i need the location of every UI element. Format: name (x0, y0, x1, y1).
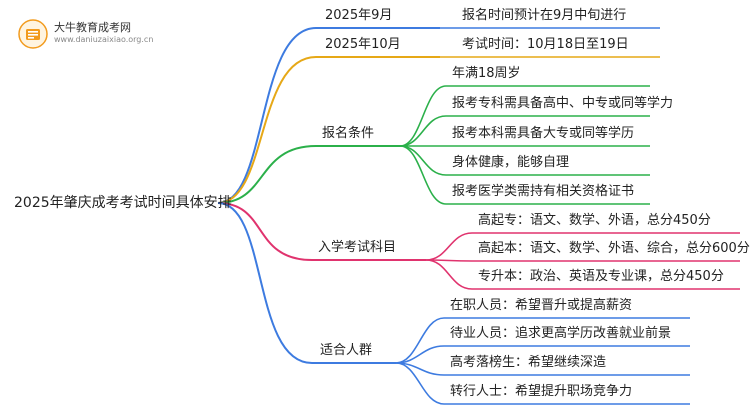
leaf-audience-gaokao: 高考落榜生：希望继续深造 (450, 355, 607, 370)
logo-site-name: 大牛教育成考网 (54, 21, 131, 34)
branch-label-requirements: 报名条件 (322, 126, 375, 141)
leaf-requirement-health: 身体健康，能够自理 (452, 155, 570, 170)
branch-connector (217, 145, 317, 204)
branch-connector (217, 202, 313, 261)
mindmap-root-topic: 2025年肇庆成考考试时间具体安排 (14, 195, 232, 211)
leaf-subjects-gaoqizhuan: 高起专：语文、数学、外语，总分450分 (478, 213, 711, 228)
branch-label-sep-2025: 2025年9月 (325, 8, 393, 23)
leaf-connector (395, 362, 445, 405)
site-logo: 大牛教育成考网 www.daniuzaixiao.org.cn (18, 19, 178, 49)
leaf-connector (399, 85, 447, 147)
leaf-connector (395, 317, 445, 364)
leaf-requirement-age: 年满18周岁 (452, 66, 521, 81)
branch-label-oct-2025: 2025年10月 (325, 37, 401, 52)
leaf-registration-time: 报名时间预计在9月中旬进行 (462, 8, 627, 23)
leaf-exam-time: 考试时间：10月18日至19日 (462, 37, 629, 52)
leaf-connector (425, 259, 473, 290)
branch-connector (217, 202, 313, 364)
leaf-audience-unemployed: 待业人员：追求更高学历改善就业前景 (450, 326, 672, 341)
leaf-requirement-medical: 报考医学类需持有相关资格证书 (452, 184, 635, 199)
leaf-subjects-zhuanshengben: 专升本：政治、英语及专业课，总分450分 (478, 269, 724, 284)
branch-label-target-audience: 适合人群 (320, 343, 373, 358)
leaf-connector (399, 145, 447, 176)
leaf-requirement-junior-college: 报考专科需具备高中、中专或同等学力 (452, 96, 674, 111)
branch-connector (217, 56, 317, 204)
logo-icon (18, 19, 48, 49)
branch-label-exam-subjects: 入学考试科目 (318, 240, 397, 255)
leaf-requirement-bachelor: 报考本科需具备大专或同等学历 (452, 126, 635, 141)
leaf-audience-career-change: 转行人士：希望提升职场竞争力 (450, 384, 633, 399)
leaf-audience-employed: 在职人员：希望晋升或提高薪资 (450, 298, 633, 313)
leaf-connector (399, 115, 447, 147)
leaf-connector (399, 145, 447, 205)
leaf-subjects-gaoqiben: 高起本：语文、数学、外语、综合，总分600分 (478, 241, 750, 256)
logo-site-url: www.daniuzaixiao.org.cn (54, 35, 154, 44)
branch-connector (217, 27, 317, 204)
leaf-connector (425, 232, 473, 261)
